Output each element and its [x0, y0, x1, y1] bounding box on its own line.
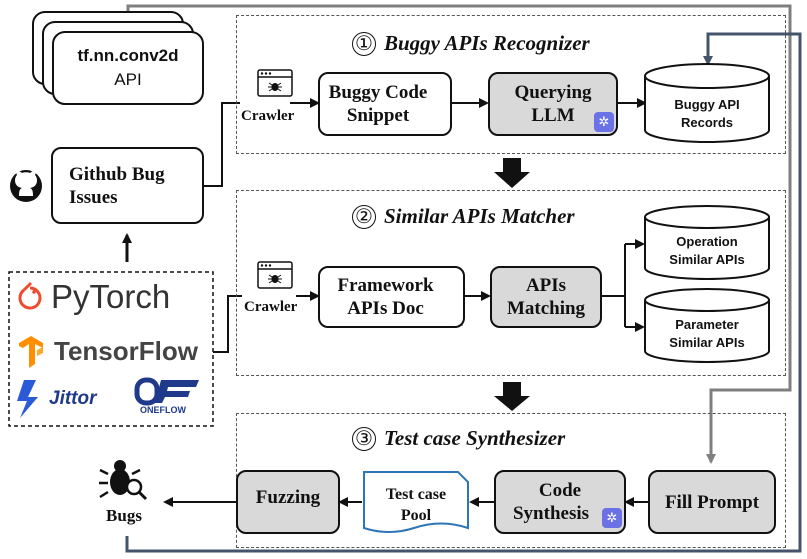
bugs-to-records-line — [125, 32, 802, 553]
parameter-similar-apis-label: Parameter Similar APIs — [647, 316, 767, 352]
api-card-label: API — [114, 70, 142, 89]
framework-apis-doc-box: Framework APIs Doc — [318, 266, 465, 328]
bugs-label: Bugs — [106, 506, 142, 525]
querying-llm-line2: LLM — [531, 105, 575, 126]
buggy-code-snippet-line1: Buggy Code — [328, 82, 428, 103]
operation-similar-apis-line2: Similar APIs — [669, 252, 745, 267]
stage1-title-text: Buggy APIs Recognizer — [384, 31, 590, 55]
api-to-fill-prompt-line — [126, 4, 792, 464]
jittor-icon — [17, 380, 38, 418]
stage1-to-stage2-arrow — [494, 158, 530, 188]
api-doc-tag: API — [449, 317, 460, 323]
code-synthesis-box: Code Synthesis — [494, 470, 626, 534]
stage3-title: ③ Test case Synthesizer — [352, 426, 565, 451]
apis-matching-box: APIs Matching — [490, 266, 602, 328]
test-case-pool-doc — [363, 471, 469, 533]
buggy-code-snippet-line2: Snippet — [346, 105, 410, 126]
pytorch-icon — [18, 281, 42, 310]
fuzzing-label: Fuzzing — [255, 486, 321, 508]
tensorflow-icon — [19, 336, 43, 368]
fuzzing-box: Fuzzing — [236, 470, 340, 534]
pytorch-label: PyTorch — [51, 278, 171, 315]
test-case-pool-line1: Test case — [385, 486, 447, 503]
operation-similar-apis-label: Operation Similar APIs — [647, 233, 767, 269]
code-synthesis-line1: Code — [538, 480, 582, 501]
oneflow-label: ONEFLOW — [140, 405, 186, 415]
querying-llm-line1: Querying — [514, 82, 592, 103]
test-case-pool-line2: Pool — [400, 507, 432, 524]
stage3-title-text: Test case Synthesizer — [384, 426, 566, 450]
framework-apis-doc-line1: Framework — [337, 275, 434, 296]
api-card-front — [52, 31, 204, 105]
apis-matching-line1: APIs — [525, 275, 567, 296]
api-card: tf.nn.conv2d API — [53, 32, 203, 104]
apis-matching-line2: Matching — [506, 298, 586, 319]
stage2-to-stage3-arrow — [494, 382, 530, 411]
buggy-api-records-cylinder — [644, 63, 770, 143]
stage2-panel — [236, 190, 786, 376]
synthesis-llm-icon: ✲ — [602, 508, 622, 528]
buggy-code-snippet-box: Buggy Code Snippet — [318, 72, 452, 136]
stage3-number: ③ — [352, 426, 376, 451]
stage2-title: ② Similar APIs Matcher — [352, 204, 575, 229]
stage2-title-text: Similar APIs Matcher — [384, 204, 575, 228]
operation-similar-apis-line1: Operation — [676, 234, 738, 249]
api-card-name: tf.nn.conv2d — [77, 46, 179, 65]
crawler-label-2: Crawler — [244, 299, 298, 315]
stage1-panel — [236, 15, 786, 154]
bug-icon — [99, 460, 148, 501]
github-to-crawler1-line — [204, 102, 240, 187]
buggy-api-records-label: Buggy API Records — [647, 96, 767, 132]
github-bug-issues-box: Github Bug Issues — [51, 147, 204, 224]
fill-prompt-label: Fill Prompt — [664, 491, 760, 513]
oneflow-icon — [134, 377, 199, 406]
crawler-label-1: Crawler — [241, 108, 295, 124]
stage1-number: ① — [352, 31, 376, 56]
stage2-number: ② — [352, 204, 376, 229]
crawler-browser-icon-2 — [257, 261, 293, 289]
fill-prompt-box: Fill Prompt — [648, 470, 776, 534]
github-bug-issues-line2: Issues — [69, 186, 118, 208]
framework-apis-doc-line2: APIs Doc — [347, 298, 424, 319]
stage1-title: ① Buggy APIs Recognizer — [352, 31, 590, 56]
operation-similar-apis-cylinder — [644, 205, 770, 280]
llm-icon: ✲ — [594, 112, 614, 132]
frameworks-to-crawler2-line — [213, 295, 242, 353]
tensorflow-label: TensorFlow — [54, 336, 198, 366]
buggy-api-records-line1: Buggy API — [674, 97, 740, 112]
buggy-api-records-line2: Records — [680, 115, 734, 130]
parameter-similar-apis-line1: Parameter — [675, 317, 739, 332]
github-icon — [10, 170, 42, 202]
parameter-similar-apis-cylinder — [644, 288, 770, 363]
parameter-similar-apis-line2: Similar APIs — [669, 335, 745, 350]
test-case-pool-label: Test case Pool — [364, 484, 468, 526]
crawler-browser-icon-1 — [257, 69, 293, 97]
github-bug-issues-line1: Github Bug — [69, 163, 165, 185]
jittor-label: Jittor — [49, 388, 97, 409]
code-synthesis-line2: Synthesis — [512, 503, 590, 524]
